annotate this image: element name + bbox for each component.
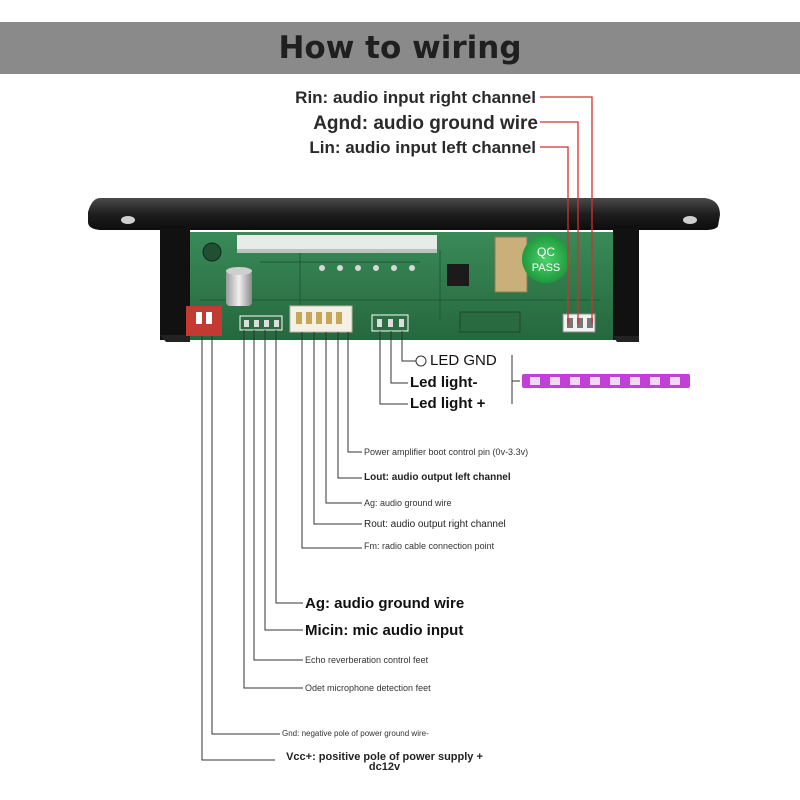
label-led-light-minus: Led light- — [410, 374, 478, 391]
led-gnd-circle-icon — [415, 355, 427, 367]
led-strip — [522, 374, 690, 388]
label-echo: Echo reverberation control feet — [305, 655, 429, 665]
panel-bezel — [88, 198, 720, 342]
label-led-light-plus: Led light + — [410, 395, 486, 412]
screw-hole-left — [121, 216, 135, 224]
sd-card-slot — [494, 236, 528, 293]
capacitor — [226, 270, 252, 306]
badge-line1: QC — [537, 245, 555, 259]
label-rout: Rout: audio output right channel — [364, 519, 506, 530]
label-micin: Micin: mic audio input — [305, 622, 464, 639]
mount-hole-icon — [202, 242, 222, 262]
label-ag-small: Ag: audio ground wire — [364, 498, 452, 508]
led-leader-lines — [379, 331, 520, 405]
label-lout: Lout: audio output left channel — [364, 472, 511, 483]
header-banner: How to wiring — [0, 22, 800, 74]
label-power-amp: Power amplifier boot control pin (0v-3.3… — [364, 447, 529, 457]
label-gnd: Gnd: negative pole of power ground wire- — [282, 729, 429, 738]
power-connector — [186, 306, 222, 336]
display-connector — [237, 235, 437, 249]
mic-pin-header — [239, 315, 283, 331]
output-leader-lines — [201, 330, 362, 761]
input-leader-lines — [540, 96, 593, 324]
label-lin: Lin: audio input left channel — [309, 138, 536, 157]
label-agnd: Agnd: audio ground wire — [313, 113, 538, 134]
label-led-gnd: LED GND — [430, 352, 497, 369]
screw-hole-right — [683, 216, 697, 224]
qc-pass-badge — [522, 235, 570, 283]
label-ag-big: Ag: audio ground wire — [305, 595, 465, 612]
page-title: How to wiring — [278, 30, 522, 66]
label-vcc: Vcc+: positive pole of power supply + dc… — [286, 751, 483, 773]
header-pins — [319, 265, 415, 271]
pcb-board: QC PASS — [186, 232, 613, 340]
chip-icon — [447, 264, 469, 286]
label-odet: Odet microphone detection feet — [305, 683, 431, 693]
label-rin: Rin: audio input right channel — [295, 88, 536, 107]
label-fm: Fm: radio cable connection point — [364, 541, 495, 551]
badge-line2: PASS — [532, 262, 561, 274]
